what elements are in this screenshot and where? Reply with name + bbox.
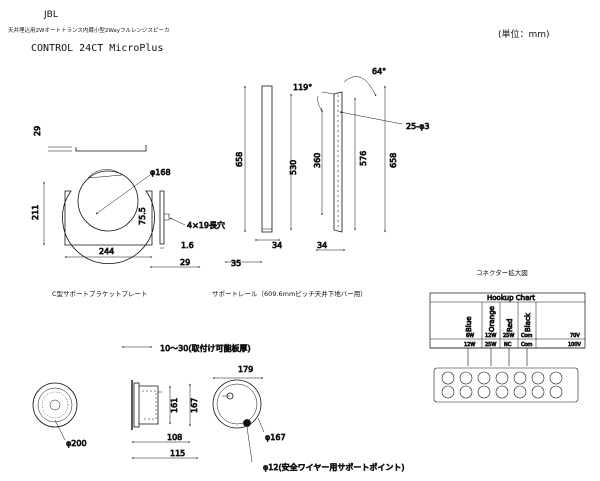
wire-color-black: Black: [524, 312, 532, 332]
hookup-chart-table: [429, 292, 586, 349]
dim-rail-576: 576: [359, 151, 368, 166]
tap-100v: 100V: [568, 342, 582, 348]
dim-rail-658b: 658: [389, 153, 398, 168]
dim-bracket-depth: 29: [33, 126, 42, 136]
wire-color-red: Red: [506, 319, 514, 332]
tap-25w-a: 25W: [503, 333, 514, 339]
dim-bracket-diameter: φ168: [150, 168, 171, 177]
brand-name: JBL: [44, 10, 58, 20]
dim-speaker-167: 167: [190, 398, 199, 413]
dim-rail-width-34a: 34: [272, 241, 282, 250]
hookup-chart-title: Hookup Chart: [487, 294, 535, 302]
dim-speaker-179: 179: [238, 365, 253, 374]
dim-rail-width-35: 35: [231, 259, 241, 268]
rail-front-view: [261, 85, 273, 233]
leader-bracket-slot: [169, 217, 186, 226]
rail-side-view: [321, 91, 343, 233]
bracket-side-view: [48, 145, 147, 152]
wire-color-orange: Orange: [488, 306, 496, 332]
wire-color-blue: Blue: [465, 317, 473, 333]
dim-speaker-115: 115: [170, 449, 185, 458]
dim-bracket-thickness: 1.6: [181, 241, 194, 250]
speaker-top-view: [212, 379, 262, 429]
arc-angle-64: [343, 76, 377, 97]
caption-bracket: C型サポートブラケットプレート: [52, 290, 148, 298]
dim-bracket-slot: 4×19長穴: [187, 220, 225, 230]
dim-rail-inner-530: 530: [289, 160, 298, 175]
leader-speaker-front: [54, 419, 66, 441]
dim-rail-length: 658: [235, 152, 244, 167]
leader-bracket-diameter: [95, 174, 151, 215]
dim-rail-angle-119: 119°: [293, 83, 312, 92]
tap-com-b: Com: [521, 342, 533, 348]
tap-12w-b: 12W: [464, 342, 475, 348]
dim-speaker-108: 108: [167, 433, 182, 442]
dim-speaker-wire: φ12(安全ワイヤー用サポートポイント): [263, 462, 404, 472]
dim-speaker-front: φ200: [66, 439, 87, 448]
leader-rail-holes: [339, 111, 403, 125]
model-name: CONTROL 24CT MicroPlus: [31, 43, 164, 54]
tap-nc: NC: [504, 342, 512, 348]
dim-rail-width-34b: 34: [317, 241, 327, 250]
dim-bracket-width: 244: [99, 247, 114, 256]
speaker-side-view: [131, 380, 162, 430]
leader-speaker-wire: [246, 426, 253, 463]
dim-speaker-161: 161: [170, 398, 179, 413]
leader-speaker-phi167: [257, 417, 265, 433]
tap-12w-a: 12W: [485, 333, 496, 339]
bracket-plate-outline: [62, 169, 155, 265]
caption-rail: サポートレール（609.6mmピッチ天井下地バー用）: [212, 290, 367, 298]
dim-bracket-height: 211: [31, 205, 40, 220]
dim-speaker-panel: 10～30(取付け可能板厚): [160, 343, 251, 353]
unit-note: (単位：mm): [498, 30, 550, 40]
product-subtitle: 天井埋込用2Wオートトランス内蔵小型2Wayフルレンジスピーカ: [8, 28, 170, 34]
dim-rail-inner-360: 360: [313, 153, 322, 168]
connector-block: [433, 348, 579, 403]
bracket-end-view: [159, 190, 170, 245]
dim-speaker-phi167: φ167: [265, 433, 286, 442]
speaker-front-view: [32, 382, 78, 428]
tap-70v: 70V: [570, 333, 580, 339]
arc-angle-119: [317, 95, 323, 111]
tap-6w: 6W: [466, 333, 474, 339]
tap-25w-b: 25W: [485, 342, 496, 348]
dim-rail-holes: 25-φ3: [406, 122, 429, 131]
dim-bracket-slot-height: 75.5: [138, 207, 147, 225]
dim-rail-angle-64: 64°: [372, 67, 386, 76]
tap-com-a: Com: [521, 333, 533, 339]
caption-connector: コネクター拡大図: [476, 269, 528, 277]
dim-bracket-flange: 29: [180, 258, 190, 267]
